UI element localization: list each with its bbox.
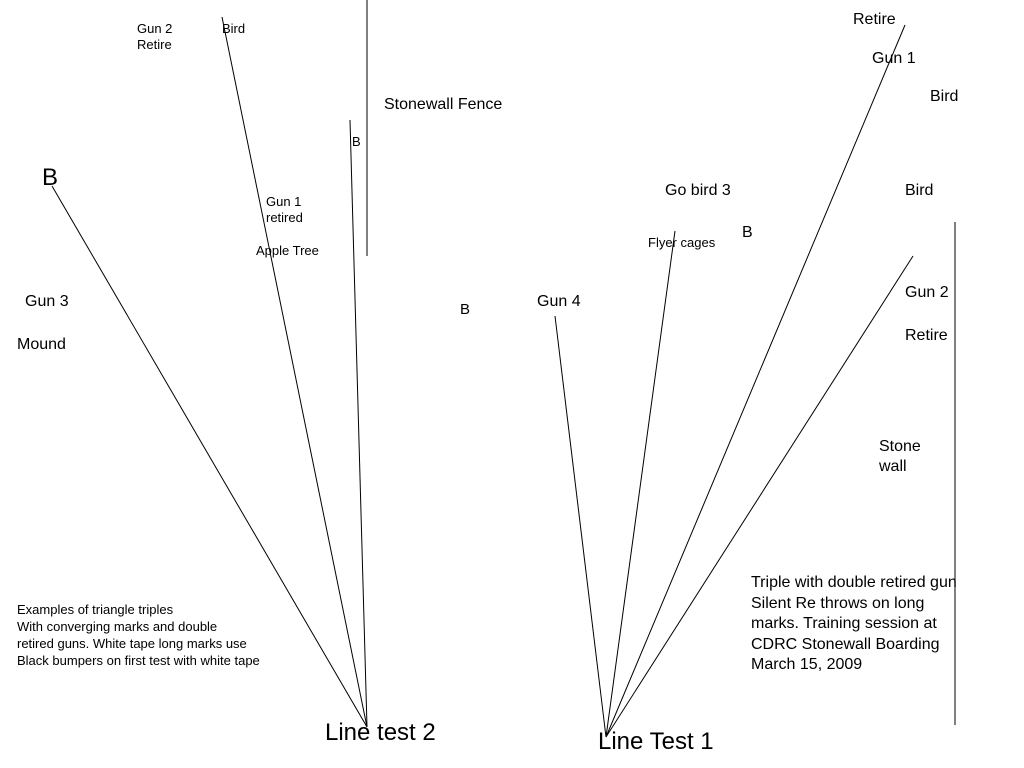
gun4-label: Gun 4	[537, 293, 581, 310]
gun1-text: Gun 1	[266, 194, 302, 209]
b-label-right: B	[742, 224, 753, 241]
gun2-text: Gun 2	[137, 21, 173, 36]
line-test-1-title: Line Test 1	[598, 728, 714, 755]
stone-wall-label: Stone wall	[879, 437, 921, 477]
examples-line: retired guns. White tape long marks use	[17, 636, 247, 651]
stonewall-fence-label: Stonewall Fence	[384, 96, 503, 113]
examples-line: With converging marks and double	[17, 619, 218, 634]
gun2-retire-label: Gun 2 Retire	[137, 21, 172, 52]
line-to-bird-gun2	[221, 16, 368, 728]
session-line: marks. Training session at	[751, 615, 937, 632]
go-bird3-label: Go bird 3	[665, 182, 731, 199]
bird-label-top-right: Bird	[930, 88, 959, 105]
session-note: Triple with double retired gun Silent Re…	[751, 573, 957, 676]
bird-label-left: Bird	[222, 21, 246, 36]
session-line: Silent Re throws on long	[751, 594, 925, 612]
gun1-retired-label: Gun 1 retired	[266, 194, 303, 225]
line-to-b-center	[349, 119, 368, 728]
gun3-label: Gun 3	[25, 293, 69, 310]
line-to-gun1-bird	[605, 24, 906, 738]
examples-line: Examples of triangle triples	[17, 602, 174, 617]
session-line: CDRC Stonewall Boarding	[751, 635, 940, 653]
examples-note: Examples of triangle triples With conver…	[17, 601, 260, 669]
wall-text: wall	[879, 458, 907, 475]
bird-label-right: Bird	[905, 182, 934, 199]
b-label-large: B	[42, 164, 59, 191]
b-label-mid: B	[460, 301, 471, 318]
session-line: March 15, 2009	[751, 656, 863, 673]
apple-tree-label: Apple Tree	[256, 243, 319, 258]
line-to-b-left	[51, 185, 368, 728]
retired-text: retired	[266, 209, 303, 225]
line-to-gun4	[554, 315, 607, 738]
line-to-gun2-bird	[605, 255, 914, 738]
session-line: Triple with double retired gun	[751, 574, 957, 591]
line-to-flyer-cages	[605, 230, 676, 738]
examples-line: Black bumpers on first test with white t…	[17, 653, 260, 668]
retire-label-top: Retire	[853, 11, 896, 28]
gun1-label-right: Gun 1	[872, 50, 916, 67]
retire-text: Retire	[137, 36, 172, 52]
stone-text: Stone	[879, 438, 921, 455]
flyer-cages-label: Flyer cages	[648, 235, 716, 250]
gun2-label-right: Gun 2	[905, 284, 949, 301]
b-label-small: B	[352, 134, 361, 149]
retire-label-right: Retire	[905, 327, 948, 344]
line-test-2-title: Line test 2	[325, 719, 436, 746]
mound-label: Mound	[17, 336, 66, 353]
